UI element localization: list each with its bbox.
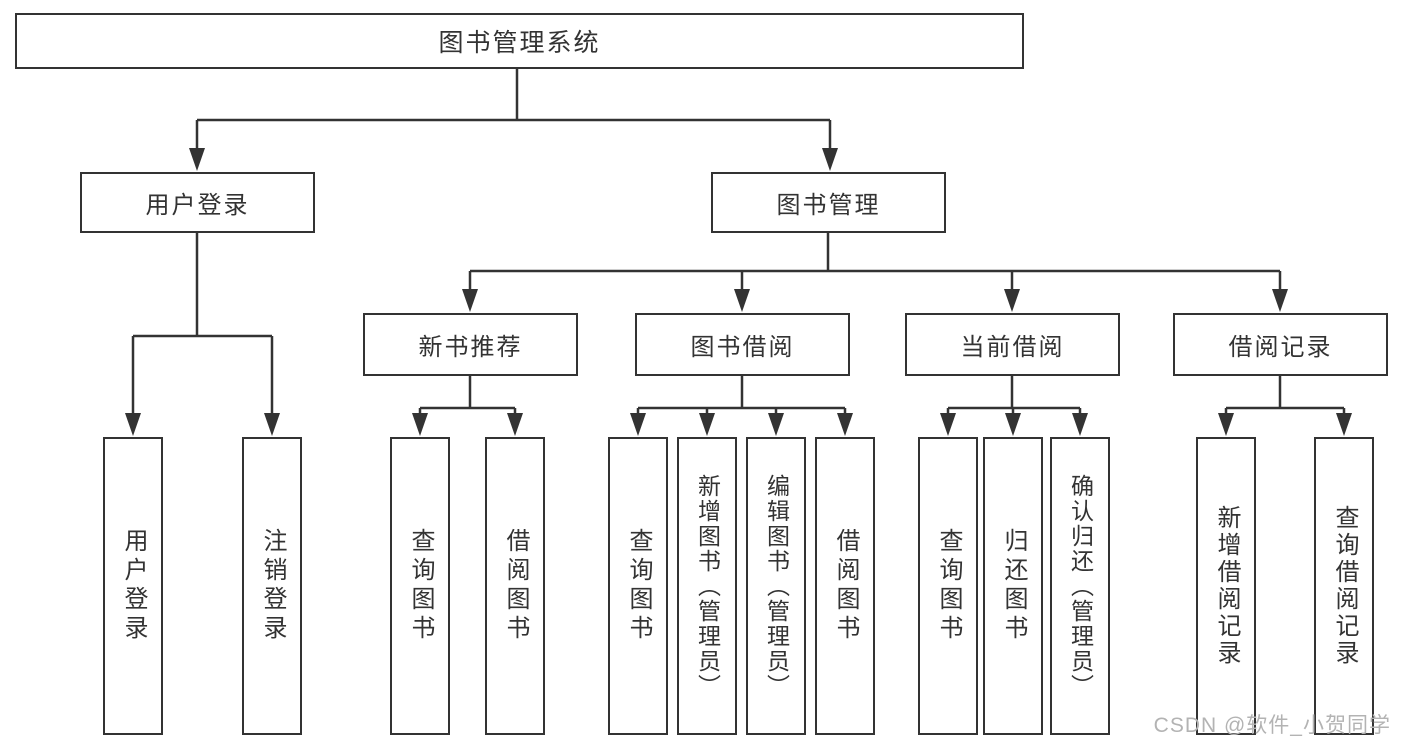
arrowhead	[264, 413, 280, 436]
node-current-borrow: 当前借阅	[905, 313, 1120, 376]
leaf-query-borrow-record: 查询借阅记录	[1314, 437, 1374, 735]
arrowhead	[699, 413, 715, 436]
arrowhead	[837, 413, 853, 436]
arrowhead	[189, 148, 205, 171]
watermark: CSDN @软件_小贺同学	[1153, 714, 1391, 737]
arrowhead	[768, 413, 784, 436]
node-root: 图书管理系统	[15, 13, 1024, 69]
arrowhead	[507, 413, 523, 436]
leaf-edit-book-admin: 编辑图书（管理员）	[746, 437, 806, 735]
node-book-management: 图书管理	[711, 172, 946, 233]
leaf-return-book: 归还图书	[983, 437, 1043, 735]
arrowhead	[125, 413, 141, 436]
arrowhead	[822, 148, 838, 171]
connector-recommend-to-leaves	[418, 376, 517, 415]
leaf-add-borrow-record: 新增借阅记录	[1196, 437, 1256, 735]
connector-userlogin-to-leaves	[131, 233, 274, 415]
connector-currentborrow-to-leaves	[946, 376, 1082, 415]
leaf-query-book-current: 查询图书	[918, 437, 978, 735]
arrowhead	[1072, 413, 1088, 436]
connector-bookmgmt-to-level3	[468, 233, 1282, 291]
arrowhead	[940, 413, 956, 436]
leaf-borrow-book-borrow: 借阅图书	[815, 437, 875, 735]
arrowhead	[1218, 413, 1234, 436]
leaf-logout: 注销登录	[242, 437, 302, 735]
arrowhead	[1272, 289, 1288, 312]
leaf-confirm-return-admin: 确认归还（管理员）	[1050, 437, 1110, 735]
arrowhead	[734, 289, 750, 312]
connector-borrowrecord-to-leaves	[1224, 376, 1346, 415]
node-user-login: 用户登录	[80, 172, 315, 233]
arrowhead	[1004, 289, 1020, 312]
leaf-add-book-admin: 新增图书（管理员）	[677, 437, 737, 735]
node-borrow-record: 借阅记录	[1173, 313, 1388, 376]
node-new-book-recommend: 新书推荐	[363, 313, 578, 376]
leaf-borrow-book-recommend: 借阅图书	[485, 437, 545, 735]
leaf-user-login: 用户登录	[103, 437, 163, 735]
node-book-borrow: 图书借阅	[635, 313, 850, 376]
arrowhead	[462, 289, 478, 312]
connector-root-to-level2	[195, 69, 832, 150]
leaf-query-book-borrow: 查询图书	[608, 437, 668, 735]
connector-bookborrow-to-leaves	[636, 376, 847, 415]
arrowhead	[1336, 413, 1352, 436]
leaf-query-book-recommend: 查询图书	[390, 437, 450, 735]
arrowhead	[1005, 413, 1021, 436]
arrowhead	[412, 413, 428, 436]
arrowhead	[630, 413, 646, 436]
